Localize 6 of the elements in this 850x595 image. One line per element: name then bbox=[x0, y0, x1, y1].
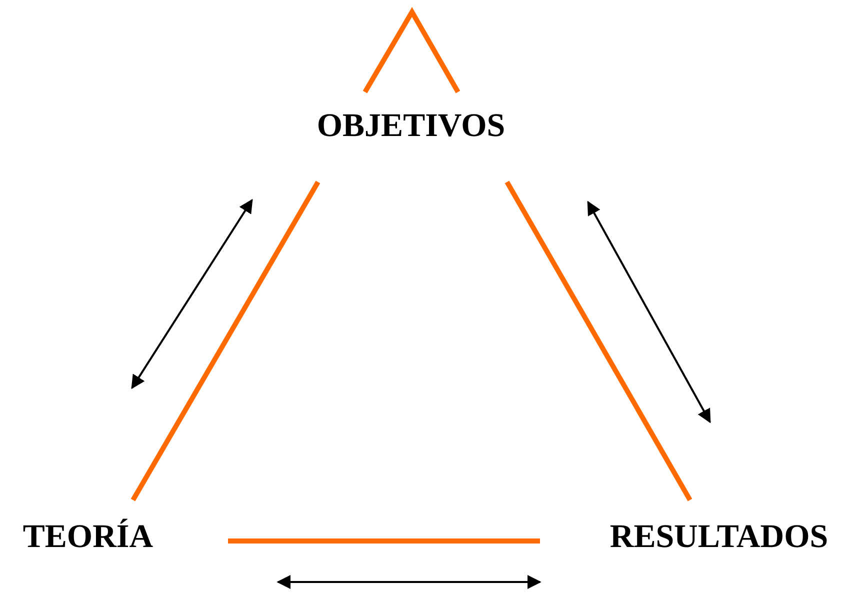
connector-line bbox=[130, 180, 320, 502]
connector-line bbox=[228, 538, 540, 544]
node-label: OBJETIVOS bbox=[300, 106, 522, 146]
node-label: TEORÍA bbox=[12, 517, 164, 557]
connector-line bbox=[504, 180, 692, 502]
node-label: RESULTADOS bbox=[592, 517, 846, 557]
